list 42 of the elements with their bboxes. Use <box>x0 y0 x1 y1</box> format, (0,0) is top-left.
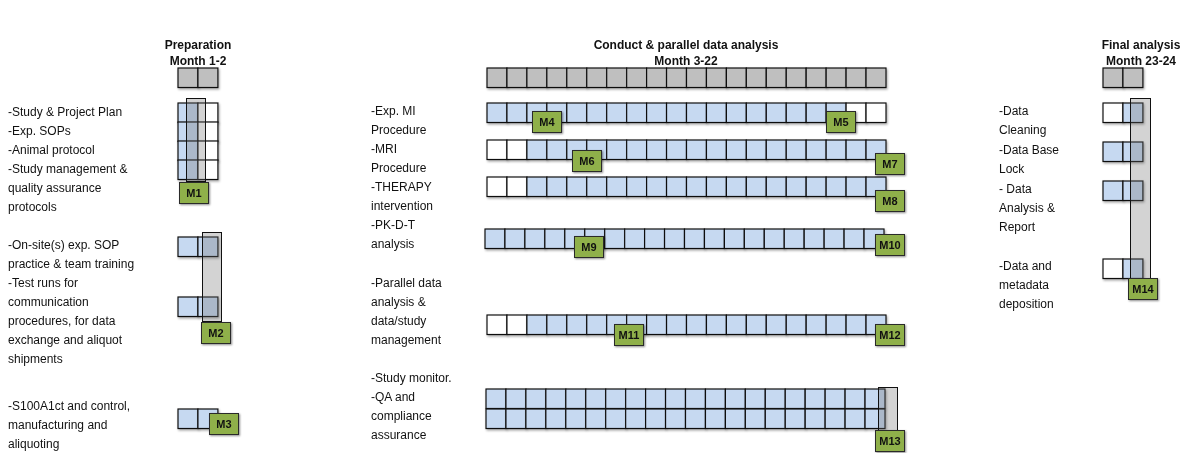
milestone-marker: M10 <box>875 234 905 256</box>
milestone-span-bar <box>1130 98 1151 280</box>
milestone-marker: M13 <box>875 430 905 452</box>
task-label: -Exp. SOPs <box>8 123 72 140</box>
task-label: -Data and metadata deposition <box>999 258 1055 313</box>
milestone-marker: M5 <box>826 111 856 133</box>
task-label: -QA and compliance assurance <box>371 389 433 444</box>
milestone-marker: M11 <box>614 324 644 346</box>
milestone-marker: M9 <box>574 236 604 258</box>
task-label: -Test runs for communication procedures, for data exchange and aliquot shipments <box>8 275 124 368</box>
phase-heading: Final analysis <box>1100 37 1182 53</box>
milestone-marker: M4 <box>532 111 562 133</box>
task-label: -Study & Project Plan <box>8 104 124 121</box>
task-label: - Data Analysis & Report <box>999 181 1057 236</box>
task-label: -Data Base Lock <box>999 142 1061 178</box>
task-label: -Animal protocol <box>8 142 96 159</box>
task-label: -MRI Procedure <box>371 141 428 177</box>
task-label: -Study monitor. <box>371 370 453 387</box>
phase-heading: Preparation <box>163 37 233 53</box>
task-label: -Study management & quality assurance protocols <box>8 161 129 216</box>
milestone-marker: M3 <box>209 413 239 435</box>
milestone-marker: M12 <box>875 324 905 346</box>
task-label: -Data Cleaning <box>999 103 1048 139</box>
task-label: -S100A1ct and control, manufacturing and aliquoting <box>8 398 132 453</box>
task-label: -Exp. MI Procedure <box>371 103 428 139</box>
milestone-span-bar <box>202 232 222 322</box>
task-label: -On-site(s) exp. SOP practice & team training <box>8 237 136 273</box>
milestone-span-bar <box>878 387 898 433</box>
task-label: -Parallel data analysis & data/study management <box>371 275 443 349</box>
milestone-span-bar <box>186 98 206 182</box>
phase-heading: Month 3-22 <box>653 53 719 69</box>
milestone-marker: M2 <box>201 322 231 344</box>
milestone-marker: M8 <box>875 190 905 212</box>
task-label: -PK-D-T analysis <box>371 217 416 253</box>
milestone-marker: M14 <box>1128 278 1158 300</box>
milestone-marker: M1 <box>179 182 209 204</box>
milestone-marker: M7 <box>875 153 905 175</box>
phase-heading: Month 23-24 <box>1105 53 1177 69</box>
task-label: -THERAPY intervention <box>371 179 435 215</box>
phase-heading: Conduct & parallel data analysis <box>592 37 780 53</box>
phase-heading: Month 1-2 <box>168 53 228 69</box>
milestone-marker: M6 <box>572 150 602 172</box>
